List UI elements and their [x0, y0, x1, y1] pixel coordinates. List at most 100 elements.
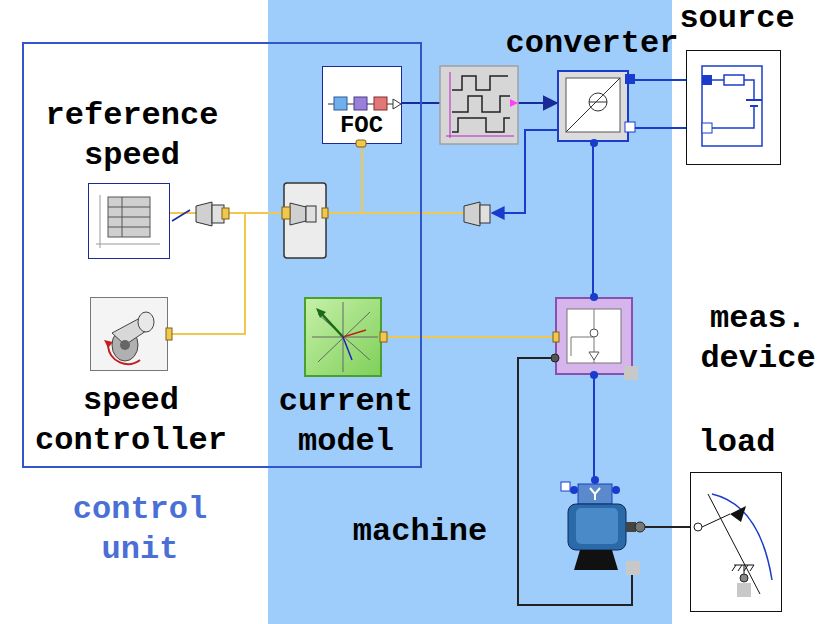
table-block: reference speed [88, 183, 170, 259]
motor-symbol [574, 550, 618, 570]
sensor-symbol [590, 371, 598, 379]
sensor-symbol [551, 354, 559, 362]
foc-blocks [328, 104, 396, 105]
pwm-block [452, 96, 510, 112]
table-icon [100, 195, 101, 248]
table-icon [96, 195, 160, 248]
block-label: meas. device [692, 299, 824, 379]
sensor-symbol [624, 366, 638, 380]
converter-symbol [589, 102, 607, 103]
pwm-block [452, 76, 508, 90]
sensor-symbol [567, 309, 621, 363]
connector [382, 336, 555, 338]
load-curve [740, 574, 748, 582]
motor-symbol [626, 522, 636, 532]
pwm-block [440, 66, 518, 144]
load-curve [732, 565, 754, 571]
sensor-symbol [551, 293, 638, 380]
converter-block: converter [557, 70, 629, 142]
motor-symbol [561, 476, 645, 575]
converter-symbol [625, 74, 635, 84]
rotor-icon [104, 340, 113, 348]
rotor-icon [112, 318, 152, 345]
source-block: source [686, 50, 781, 165]
bus-adapter [480, 205, 490, 223]
motor-symbol [612, 486, 620, 494]
battery-source [744, 80, 754, 100]
bus-adapter [306, 206, 316, 222]
block-label: converter [472, 28, 712, 60]
block-label: FOC [323, 113, 400, 139]
sensor-symbol [553, 332, 559, 342]
sensor-symbol [590, 293, 598, 301]
motor-symbol [626, 561, 640, 575]
load-curve [702, 514, 730, 527]
rotor-icon [104, 312, 172, 364]
bus-adapter [464, 202, 480, 226]
sensor-symbol [571, 337, 594, 338]
foc-blocks [334, 97, 347, 110]
rotor-icon [138, 312, 154, 332]
pwm-block [446, 136, 514, 137]
converter-symbol [589, 93, 607, 111]
block-label: source [677, 3, 797, 35]
bus-adapter [172, 202, 229, 226]
connector [629, 79, 686, 81]
connector [593, 375, 595, 478]
motor-symbol [568, 504, 626, 550]
foc-blocks [328, 97, 401, 147]
battery-source [712, 79, 724, 81]
measurement-wire [492, 130, 557, 213]
sensor-symbol [571, 337, 572, 356]
pwm-block [440, 66, 518, 144]
foc-blocks [354, 97, 367, 110]
block-label: speed controller [21, 381, 241, 461]
bus-line [361, 212, 465, 214]
current-model-block: current model [304, 297, 382, 377]
vector-diagram [343, 330, 366, 337]
rotor-icon [120, 340, 130, 350]
foc-blocks [374, 97, 387, 110]
bus-adapter [290, 203, 306, 225]
battery-source [724, 75, 744, 85]
bus-adapter [464, 202, 490, 226]
pwm-block [510, 99, 518, 107]
block-label: reference speed [22, 96, 242, 176]
vector-diagram [312, 337, 378, 338]
vector-diagram [343, 302, 344, 372]
foc-blocks [356, 140, 366, 147]
bus-adapter [196, 202, 212, 226]
motor-symbol [635, 522, 645, 532]
vector-diagram [316, 308, 326, 318]
motor-symbol [570, 486, 578, 494]
plant-band [268, 0, 672, 624]
sensor-symbol [594, 309, 595, 363]
connector [592, 142, 594, 297]
foc-block: FOC [322, 66, 402, 144]
load-block: load [690, 472, 782, 612]
table-icon [108, 217, 150, 218]
battery-source [702, 75, 712, 85]
pwm-block [450, 72, 451, 138]
bus-adapter [284, 183, 326, 258]
converter-symbol [590, 139, 598, 147]
bus-adapter [322, 208, 328, 218]
bus-adapter [282, 183, 328, 258]
bus-adapter [222, 208, 229, 219]
bus-adapter [172, 210, 190, 221]
vector-diagram [318, 312, 370, 362]
plant-band [268, 0, 672, 624]
battery-source [702, 123, 712, 133]
rotor-icon [112, 329, 138, 361]
sensor-block: meas. device [555, 297, 633, 375]
load-curve [730, 506, 746, 522]
connector [402, 102, 557, 104]
group-heading: control unit [40, 490, 240, 570]
converter-symbol [566, 78, 620, 132]
sensor-symbol [590, 329, 598, 337]
block-label: machine [350, 512, 490, 552]
block-label: current model [236, 382, 456, 462]
connector [170, 144, 362, 213]
motor-symbol [590, 488, 600, 500]
load-curve [737, 583, 751, 597]
